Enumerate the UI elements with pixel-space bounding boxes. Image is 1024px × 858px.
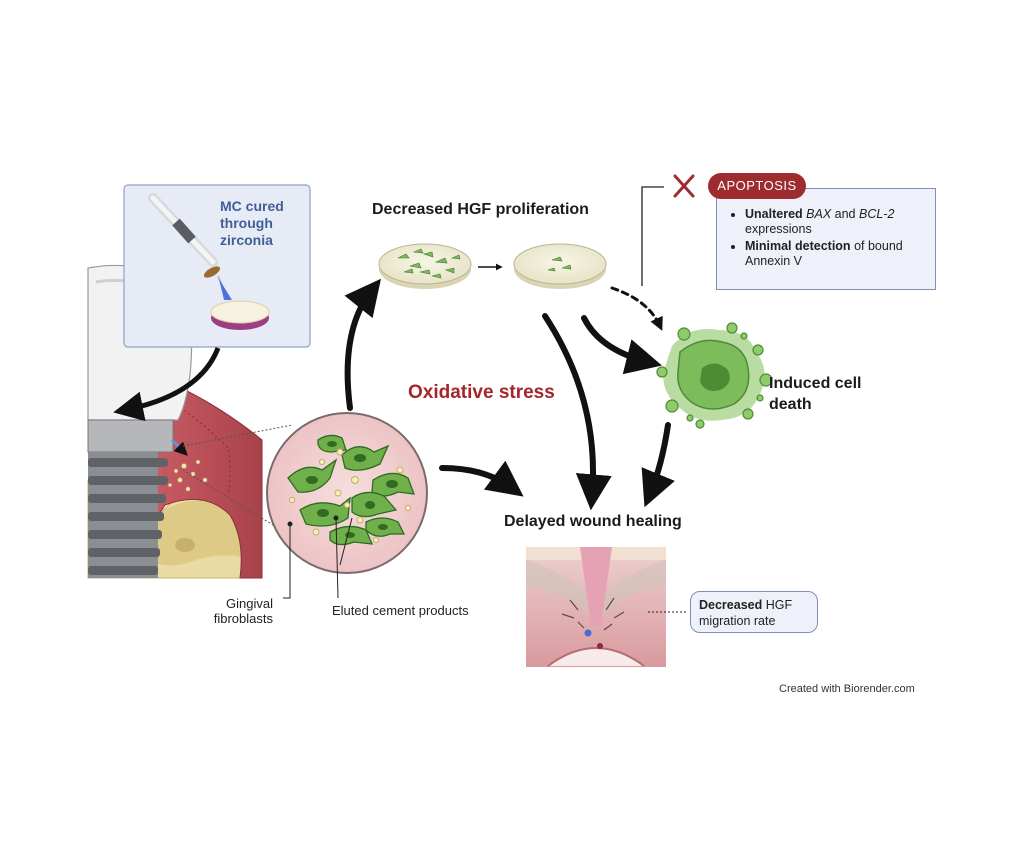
eluted-cement-products-label: Eluted cement products bbox=[332, 603, 469, 618]
curing-light-icon bbox=[148, 193, 232, 301]
implant-threads bbox=[88, 452, 168, 578]
biorender-credit: Created with Biorender.com bbox=[779, 683, 915, 695]
arrow-dish-to-death bbox=[581, 315, 662, 375]
apoptosis-item-1: Unaltered BAX and BCL-2 expressions bbox=[745, 207, 925, 237]
x-icon bbox=[673, 174, 695, 198]
arrow-circle-to-wound bbox=[439, 460, 524, 497]
petri-dish-dense bbox=[378, 243, 472, 289]
gingival-fibroblasts-label: Gingival fibroblasts bbox=[213, 596, 273, 626]
migration-rate-box: Decreased HGF migration rate bbox=[690, 591, 818, 633]
arrow-circle-to-dish bbox=[344, 278, 381, 411]
mc-cured-inset bbox=[123, 184, 311, 348]
fibroblast-zoom-circle bbox=[266, 412, 428, 574]
apoptosis-badge: APOPTOSIS bbox=[708, 173, 806, 199]
inset-to-tooth-arrow bbox=[113, 347, 221, 422]
apoptosis-inhibition-line bbox=[641, 186, 664, 286]
apoptosis-details-box: Unaltered BAX and BCL-2 expressions Mini… bbox=[716, 188, 936, 290]
petri-dish-sparse bbox=[513, 243, 607, 289]
leader-lines bbox=[283, 515, 353, 599]
delayed-wound-healing-label: Delayed wound healing bbox=[504, 513, 682, 530]
apoptosis-item-2: Minimal detection of bound Annexin V bbox=[745, 239, 925, 269]
implant-cross-section bbox=[87, 264, 263, 579]
induced-cell-death-label: Induced cell death bbox=[769, 375, 862, 413]
flow-arrows bbox=[344, 278, 675, 511]
arrow-dish-to-wound bbox=[542, 313, 612, 511]
dying-cell-icon bbox=[656, 322, 773, 429]
hgf-proliferation-label: Decreased HGF proliferation bbox=[372, 201, 589, 218]
wound-gap bbox=[580, 547, 612, 626]
wound-tissue-illustration bbox=[526, 547, 686, 667]
mc-cured-label: MC cured through zirconia bbox=[220, 198, 284, 248]
dashed-arrow-to-death bbox=[610, 286, 663, 331]
arrow-death-to-wound bbox=[641, 422, 675, 508]
oxidative-stress-label: Oxidative stress bbox=[408, 382, 555, 403]
